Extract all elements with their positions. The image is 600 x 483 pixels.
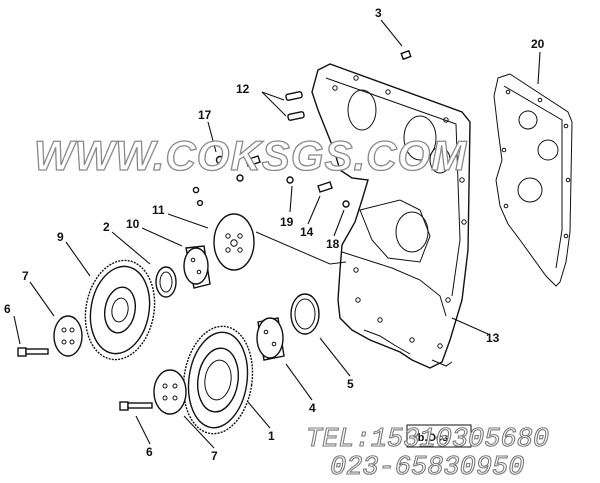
leader-lines	[13, 19, 541, 449]
callout-13: 13	[486, 331, 500, 345]
gear-housing	[311, 63, 471, 369]
gear-hub	[183, 245, 211, 289]
retaining-plate-lower	[153, 369, 187, 415]
callout-18: 18	[326, 237, 340, 251]
callout-6-lower: 6	[146, 445, 153, 459]
callout-6-upper: 6	[4, 302, 11, 316]
gear-bushing	[155, 266, 177, 298]
ref-label-box: fb.Ocs	[406, 424, 472, 448]
callout-labels: 3 20 12 17 11 10 2 9 7 6 19 14 18 13 5 4…	[4, 6, 545, 463]
callout-19: 19	[280, 215, 294, 229]
callout-4: 4	[309, 401, 316, 415]
ref-label: fb.Ocs	[414, 432, 448, 444]
small-fasteners	[192, 49, 412, 208]
retaining-plate-upper	[53, 315, 83, 357]
callout-12: 12	[236, 82, 250, 96]
lower-hub	[256, 317, 285, 361]
bolt-lower	[119, 401, 153, 411]
drive-gear-lower	[182, 325, 254, 435]
callout-9: 9	[57, 230, 64, 244]
seal-ring	[290, 293, 320, 335]
contact-phone: 023-65830950	[330, 453, 524, 483]
callout-20: 20	[531, 37, 545, 51]
callout-3: 3	[375, 6, 382, 20]
callout-7-lower: 7	[211, 449, 218, 463]
callout-14: 14	[300, 225, 314, 239]
callout-7-upper: 7	[22, 269, 29, 283]
callout-11: 11	[152, 203, 165, 217]
thrust-plate	[213, 213, 255, 271]
callout-2: 2	[103, 220, 110, 234]
callout-10: 10	[126, 217, 140, 231]
contact-tel: TEL:15310305680	[306, 425, 549, 455]
callout-5: 5	[347, 377, 354, 391]
bolt-upper	[17, 347, 49, 357]
cover-gasket	[493, 73, 573, 287]
callout-17: 17	[198, 108, 212, 122]
idler-gear-large	[84, 259, 156, 361]
watermark-text: WWW.COKSGS.COM	[34, 132, 467, 179]
callout-1: 1	[268, 429, 275, 443]
